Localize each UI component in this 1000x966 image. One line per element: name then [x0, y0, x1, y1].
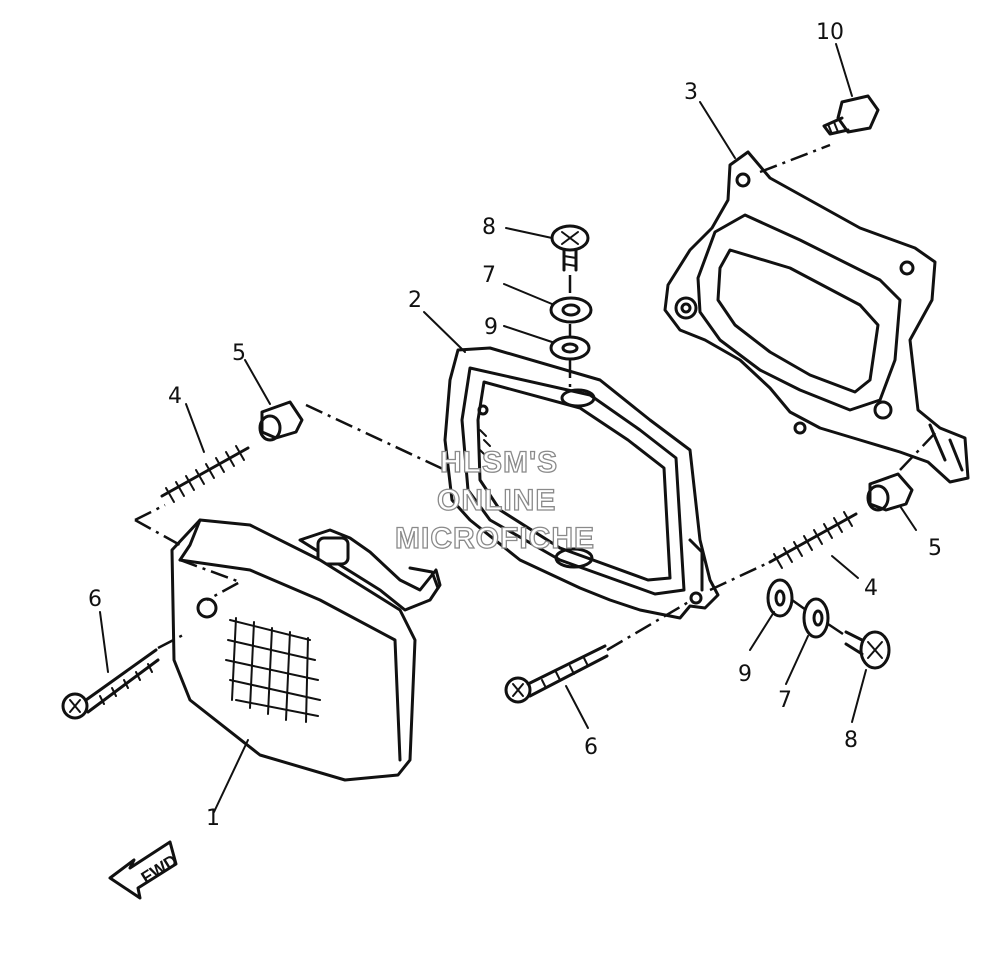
bolt-part-10 [822, 94, 880, 136]
callout-1: 1 [206, 806, 220, 831]
grommet-right [866, 472, 914, 512]
callout-8-right: 8 [844, 728, 858, 753]
watermark-line-3: MICROFICHE [394, 522, 595, 555]
fwd-arrow-icon: FWD [108, 840, 181, 900]
watermark-line-1: HLSM'S [439, 446, 559, 479]
grommet-left [258, 400, 304, 442]
washer-part-9-top [549, 335, 591, 361]
spring-left [160, 445, 250, 503]
callout-9-top: 9 [484, 315, 498, 340]
callout-7-top: 7 [482, 263, 496, 288]
callout-7-right: 7 [778, 688, 792, 713]
headlight-unit [170, 518, 442, 782]
screw-right [504, 644, 609, 704]
callout-2: 2 [408, 288, 422, 313]
alignment-lines [134, 143, 939, 652]
bolt-part-8-right [844, 630, 891, 670]
callout-6-left: 6 [88, 587, 102, 612]
lock-washer-part-7-right [802, 597, 830, 639]
lock-washer-part-7-top [549, 296, 593, 324]
callout-6-right: 6 [584, 735, 598, 760]
callout-10: 10 [816, 20, 844, 45]
bolt-part-8-top [550, 224, 590, 272]
spring-right [768, 511, 858, 569]
callout-4-right: 4 [864, 576, 878, 601]
callout-3: 3 [684, 80, 698, 105]
callout-9-right: 9 [738, 662, 752, 687]
headlight-bracket [663, 150, 970, 484]
watermark-line-2: ONLINE [436, 484, 557, 517]
callout-8-top: 8 [482, 215, 496, 240]
headlight-case [443, 346, 720, 620]
callout-5-right: 5 [928, 536, 942, 561]
leader-lines [99, 43, 917, 813]
screw-left [61, 648, 160, 720]
callout-5-left: 5 [232, 341, 246, 366]
washer-part-9-right [766, 578, 794, 618]
callout-4-left: 4 [168, 384, 182, 409]
